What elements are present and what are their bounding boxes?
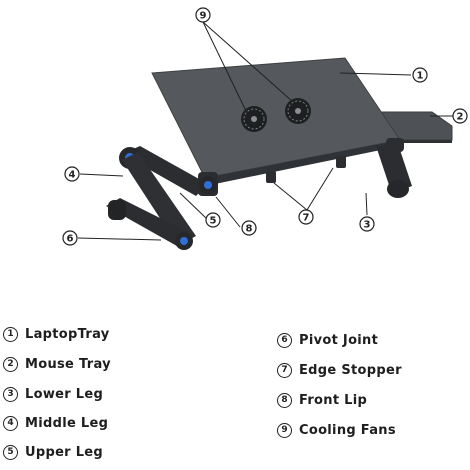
callout-badge: 6 xyxy=(62,230,78,246)
lower-leg xyxy=(376,138,412,198)
legend-item-cooling-fans: 9 Cooling Fans xyxy=(277,420,396,440)
legend-number: 4 xyxy=(3,415,18,431)
callout-badge: 1 xyxy=(412,67,428,83)
edge-stopper xyxy=(266,171,276,183)
laptop-tray xyxy=(151,57,401,186)
callout-badge: 5 xyxy=(205,212,221,228)
callout-number: 9 xyxy=(200,11,207,22)
callout-number: 6 xyxy=(67,234,74,245)
callout-number: 3 xyxy=(364,220,371,231)
fan-left xyxy=(241,106,267,132)
legend-label: Upper Leg xyxy=(25,444,104,460)
legend-number: 1 xyxy=(3,326,18,342)
legend-item-upper-leg: 5 Upper Leg xyxy=(3,442,103,462)
fan-right xyxy=(285,98,311,124)
legend-number: 9 xyxy=(277,422,292,438)
pivot-joint xyxy=(106,198,193,250)
legend-label: Cooling Fans xyxy=(299,422,396,438)
legend-label: Front Lip xyxy=(299,392,368,408)
legend-item-edge-stopper: 7 Edge Stopper xyxy=(277,360,402,380)
legend-item-front-lip: 8 Front Lip xyxy=(277,390,367,410)
callout-badge: 2 xyxy=(452,108,468,124)
callout-lines xyxy=(77,21,455,241)
callout-number: 4 xyxy=(69,170,76,181)
legend-number: 8 xyxy=(277,392,292,408)
callout-number: 5 xyxy=(210,216,217,227)
callout-badge: 9 xyxy=(195,7,211,23)
legend-number: 5 xyxy=(3,444,18,460)
cooling-fans xyxy=(241,98,311,132)
callout-badge: 8 xyxy=(241,220,257,236)
legend-label: LaptopTray xyxy=(25,326,110,342)
edge-stopper xyxy=(336,156,346,168)
laptop-table-diagram: 9 1 2 3 4 5 6 7 8 xyxy=(62,7,468,250)
legend-item-mouse-tray: 2 Mouse Tray xyxy=(3,354,111,374)
callout-badge: 4 xyxy=(64,166,80,182)
callout-badge: 3 xyxy=(359,216,375,232)
legend-number: 6 xyxy=(277,332,292,348)
legend-label: Lower Leg xyxy=(25,386,104,402)
callout-number: 8 xyxy=(246,224,253,235)
legend-label: Edge Stopper xyxy=(299,362,402,378)
legend-item-laptop-tray: 1 LaptopTray xyxy=(3,324,110,344)
legend-item-pivot-joint: 6 Pivot Joint xyxy=(277,330,378,350)
callout-number: 2 xyxy=(457,112,464,123)
legend-label: Middle Leg xyxy=(25,415,109,431)
callout-badge: 7 xyxy=(298,209,314,225)
front-pivot xyxy=(199,176,217,194)
legend-item-middle-leg: 4 Middle Leg xyxy=(3,413,108,433)
legend-number: 2 xyxy=(3,356,18,372)
legend-label: Pivot Joint xyxy=(299,332,379,348)
legend-number: 7 xyxy=(277,362,292,378)
legend-item-lower-leg: 3 Lower Leg xyxy=(3,384,103,404)
callout-number: 7 xyxy=(303,213,310,224)
legend-label: Mouse Tray xyxy=(25,356,111,372)
upper-leg xyxy=(122,152,196,246)
callout-number: 1 xyxy=(417,71,424,82)
legend-number: 3 xyxy=(3,386,18,402)
